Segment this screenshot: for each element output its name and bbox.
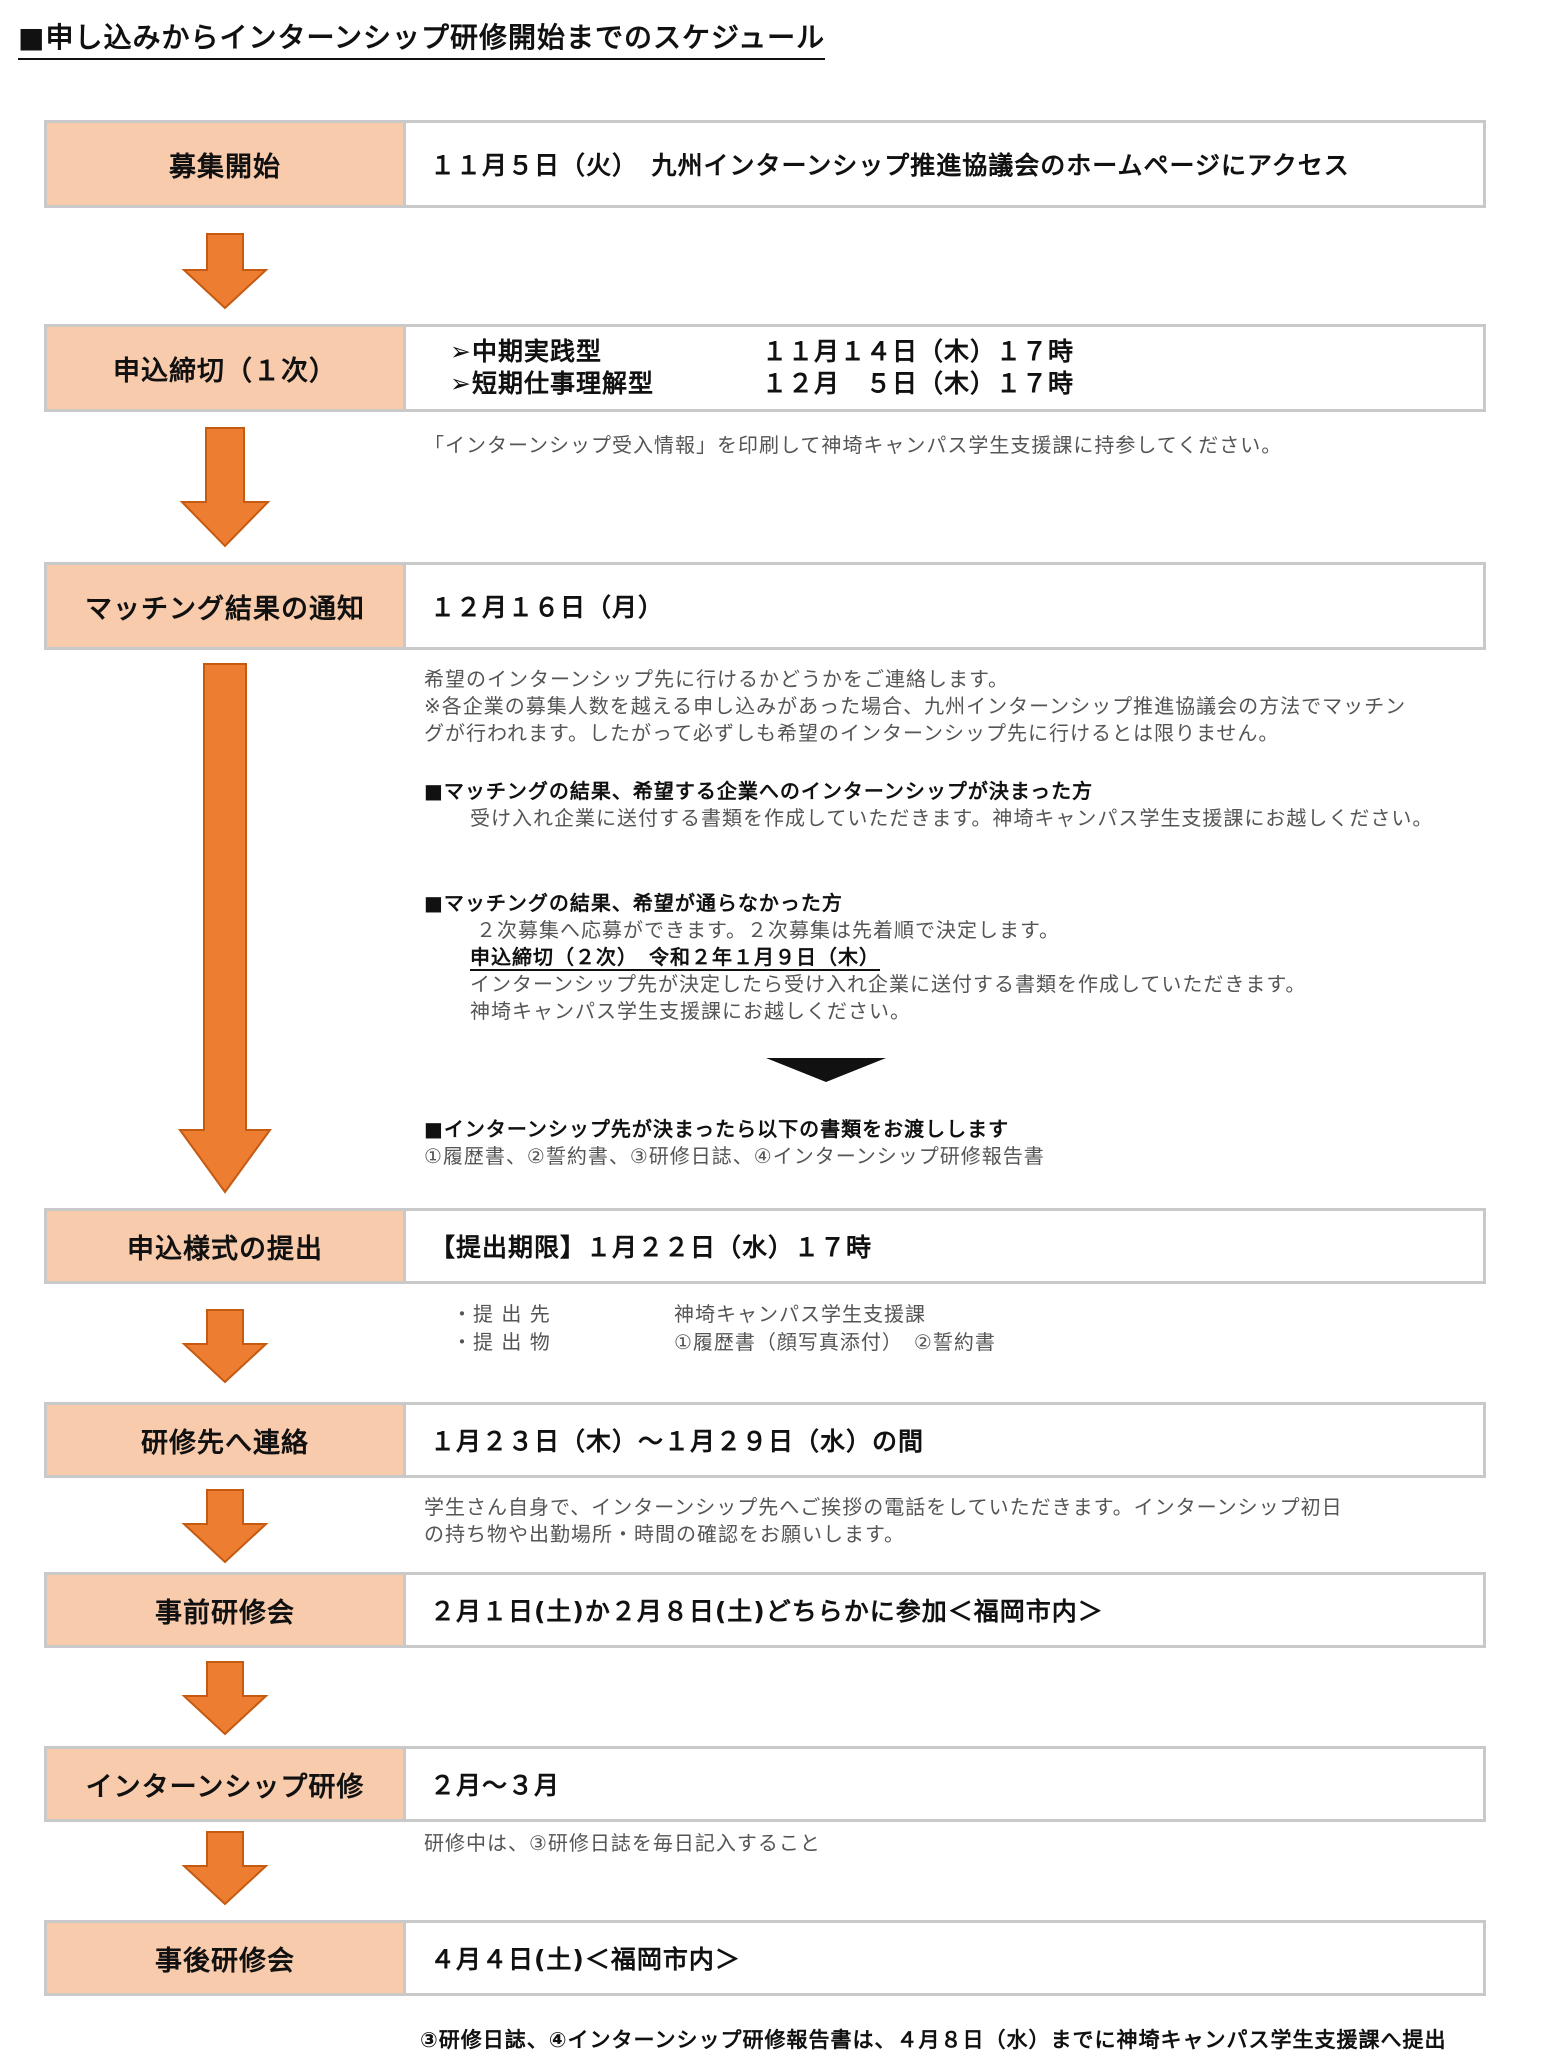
matching-failed-section: ■マッチングの結果、希望が通らなかった方 ２次募集へ応募ができます。２次募集は先… — [424, 890, 1306, 1025]
arrow-down-icon — [178, 663, 272, 1194]
footer-note: ③研修日誌、④インターンシップ研修報告書は、４月８日（水）までに神埼キャンパス学… — [420, 2028, 1447, 2052]
arrow-down-icon — [181, 1661, 269, 1736]
deadline-date: １２月 ５日（木）１７時 — [762, 369, 1075, 398]
step-label: 申込様式の提出 — [47, 1211, 406, 1281]
step-label: 研修先へ連絡 — [47, 1405, 406, 1475]
internship-type: ➢中期実践型 — [450, 337, 602, 366]
contact-line: の持ち物や出勤場所・時間の確認をお願いします。 — [424, 1522, 905, 1546]
matching-line: グが行われます。したがって必ずしも希望のインターンシップ先に行けるとは限りません… — [424, 721, 1280, 745]
note-print-info: 「インターンシップ受入情報」を印刷して神埼キャンパス学生支援課に持参してください… — [424, 433, 1283, 457]
matching-line: ※各企業の募集人数を越える申し込みがあった場合、九州インターンシップ推進協議会の… — [424, 694, 1407, 718]
step-form-submission: 申込様式の提出 【提出期限】１月２２日（水）１７時 — [44, 1208, 1486, 1284]
section-body: 神埼キャンパス学生支援課にお越しください。 — [470, 999, 911, 1023]
section-heading: ■インターンシップ先が決まったら以下の書類をお渡しします — [424, 1117, 1010, 1141]
step-post-training: 事後研修会 ４月４日(土)＜福岡市内＞ — [44, 1920, 1486, 1996]
section-body: 受け入れ企業に送付する書類を作成していただきます。神埼キャンパス学生支援課にお越… — [470, 806, 1434, 830]
step-label: 事後研修会 — [47, 1923, 406, 1993]
arrow-down-icon — [181, 1831, 269, 1906]
step-content: ４月４日(土)＜福岡市内＞ — [430, 1945, 741, 1974]
arrow-down-icon — [179, 427, 271, 548]
section-body: ２次募集へ応募ができます。２次募集は先着順で決定します。 — [476, 918, 1060, 942]
arrow-down-icon — [181, 1489, 269, 1564]
step-content: ➢中期実践型 １１月１４日（木）１７時 ➢短期仕事理解型 １２月 ５日（木）１７… — [406, 327, 1483, 409]
triangle-down-icon — [766, 1058, 886, 1082]
submission-key: ・提 出 先 — [452, 1302, 551, 1326]
note-daily-log: 研修中は、③研修日誌を毎日記入すること — [424, 1831, 821, 1855]
documents-list: ①履歴書、②誓約書、③研修日誌、④インターンシップ研修報告書 — [424, 1144, 1045, 1168]
deadline-date: １１月１４日（木）１７時 — [762, 337, 1075, 366]
section-heading: ■マッチングの結果、希望する企業へのインターンシップが決まった方 — [424, 779, 1094, 803]
contact-instructions: 学生さん自身で、インターンシップ先へご挨拶の電話をしていただきます。インターンシ… — [424, 1494, 1343, 1548]
step-content: １１月５日（火） 九州インターンシップ推進協議会のホームページにアクセス — [430, 151, 1350, 180]
step-matching-result: マッチング結果の通知 １２月１６日（月） — [44, 562, 1486, 650]
documents-section: ■インターンシップ先が決まったら以下の書類をお渡しします ①履歴書、②誓約書、③… — [424, 1116, 1045, 1170]
second-deadline: 申込締切（２次） 令和２年１月９日（木） — [470, 945, 880, 971]
submission-value: 神埼キャンパス学生支援課 — [674, 1302, 926, 1326]
step-label: インターンシップ研修 — [47, 1749, 406, 1819]
step-pre-training: 事前研修会 ２月１日(土)か２月８日(土)どちらかに参加＜福岡市内＞ — [44, 1572, 1486, 1648]
step-internship: インターンシップ研修 ２月～３月 — [44, 1746, 1486, 1822]
matching-explanation: 希望のインターンシップ先に行けるかどうかをご連絡します。 ※各企業の募集人数を越… — [424, 666, 1406, 747]
submission-details: ・提 出 先 神埼キャンパス学生支援課 ・提 出 物 ①履歴書（顔写真添付） ②… — [452, 1300, 996, 1356]
submission-key: ・提 出 物 — [452, 1330, 551, 1354]
deadline-row: ➢中期実践型 １１月１４日（木）１７時 — [450, 336, 1074, 368]
matching-success-section: ■マッチングの結果、希望する企業へのインターンシップが決まった方 受け入れ企業に… — [424, 778, 1433, 832]
step-label: 募集開始 — [47, 123, 406, 205]
internship-type: ➢短期仕事理解型 — [450, 369, 654, 398]
step-contact-host: 研修先へ連絡 １月２３日（木）～１月２９日（水）の間 — [44, 1402, 1486, 1478]
section-heading: ■マッチングの結果、希望が通らなかった方 — [424, 891, 843, 915]
submission-row: ・提 出 物 ①履歴書（顔写真添付） ②誓約書 — [452, 1328, 996, 1356]
step-label: 申込締切（１次） — [47, 327, 406, 409]
deadline-row: ➢短期仕事理解型 １２月 ５日（木）１７時 — [450, 368, 1074, 400]
section-body: インターンシップ先が決定したら受け入れ企業に送付する書類を作成していただきます。 — [470, 972, 1307, 996]
step-content: １２月１６日（月） — [430, 593, 665, 622]
step-content: 【提出期限】１月２２日（水）１７時 — [430, 1233, 873, 1262]
submission-value: ①履歴書（顔写真添付） ②誓約書 — [674, 1330, 996, 1354]
step-content: ２月１日(土)か２月８日(土)どちらかに参加＜福岡市内＞ — [430, 1597, 1104, 1626]
matching-line: 希望のインターンシップ先に行けるかどうかをご連絡します。 — [424, 667, 1009, 691]
step-deadline-first: 申込締切（１次） ➢中期実践型 １１月１４日（木）１７時 ➢短期仕事理解型 １２… — [44, 324, 1486, 412]
step-label: マッチング結果の通知 — [47, 565, 406, 647]
step-label: 事前研修会 — [47, 1575, 406, 1645]
submission-row: ・提 出 先 神埼キャンパス学生支援課 — [452, 1300, 996, 1328]
contact-line: 学生さん自身で、インターンシップ先へご挨拶の電話をしていただきます。インターンシ… — [424, 1495, 1343, 1519]
arrow-down-icon — [181, 1309, 269, 1384]
page-title: ■申し込みからインターンシップ研修開始までのスケジュール — [18, 16, 826, 60]
step-content: １月２３日（木）～１月２９日（水）の間 — [430, 1427, 925, 1456]
arrow-down-icon — [181, 233, 269, 310]
step-recruitment-start: 募集開始 １１月５日（火） 九州インターンシップ推進協議会のホームページにアクセ… — [44, 120, 1486, 208]
step-content: ２月～３月 — [430, 1771, 561, 1800]
